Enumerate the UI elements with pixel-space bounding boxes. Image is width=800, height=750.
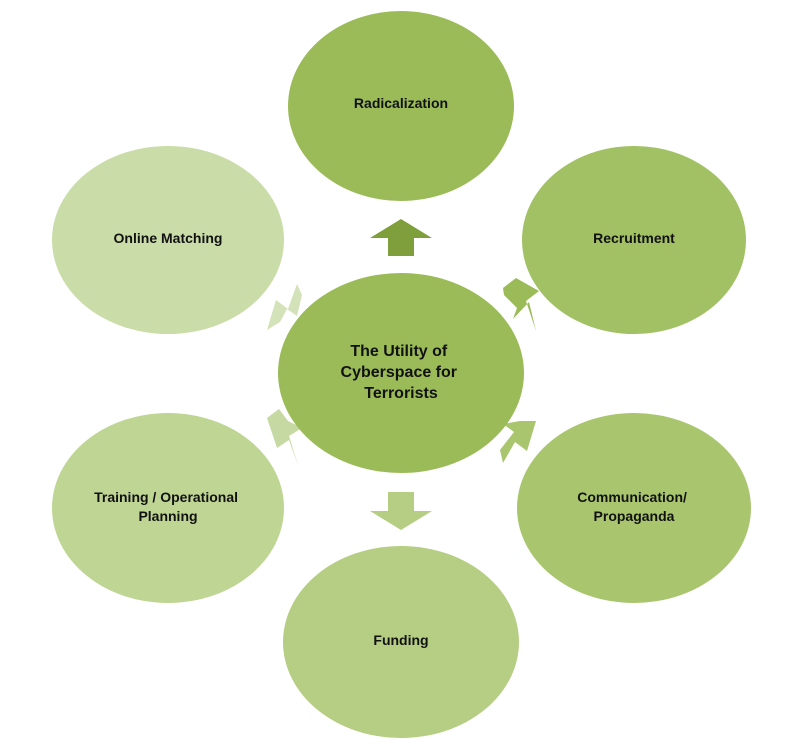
center-node-circle	[278, 273, 524, 473]
arrow-to-communication	[500, 421, 536, 463]
node-recruitment-label: Recruitment	[593, 230, 675, 246]
center-node-label: The Utility of Cyberspace for Terrorists	[341, 343, 462, 402]
node-funding: Funding	[283, 546, 519, 738]
node-communication-label: Communication/ Propaganda	[577, 489, 691, 524]
arrow-to-online-matching	[267, 284, 302, 330]
node-radicalization-label: Radicalization	[354, 95, 448, 111]
node-recruitment-circle	[522, 146, 746, 334]
arrow-to-radicalization	[370, 219, 432, 256]
node-funding-circle	[283, 546, 519, 738]
node-training: Training / Operational Planning	[52, 413, 284, 603]
node-training-circle	[52, 413, 284, 603]
node-radicalization: Radicalization	[288, 11, 514, 201]
center-node: The Utility of Cyberspace for Terrorists	[278, 273, 524, 473]
node-radicalization-circle	[288, 11, 514, 201]
node-online-matching-label: Online Matching	[114, 230, 223, 246]
arrow-to-funding	[370, 492, 432, 530]
node-communication-circle	[517, 413, 751, 603]
node-training-label: Training / Operational Planning	[94, 489, 242, 524]
arrow-to-recruitment	[503, 278, 539, 331]
node-online-matching: Online Matching	[52, 146, 284, 334]
node-communication: Communication/ Propaganda	[517, 413, 751, 603]
node-recruitment: Recruitment	[522, 146, 746, 334]
arrow-to-training	[267, 409, 302, 465]
node-online-matching-circle	[52, 146, 284, 334]
node-funding-label: Funding	[373, 632, 428, 648]
